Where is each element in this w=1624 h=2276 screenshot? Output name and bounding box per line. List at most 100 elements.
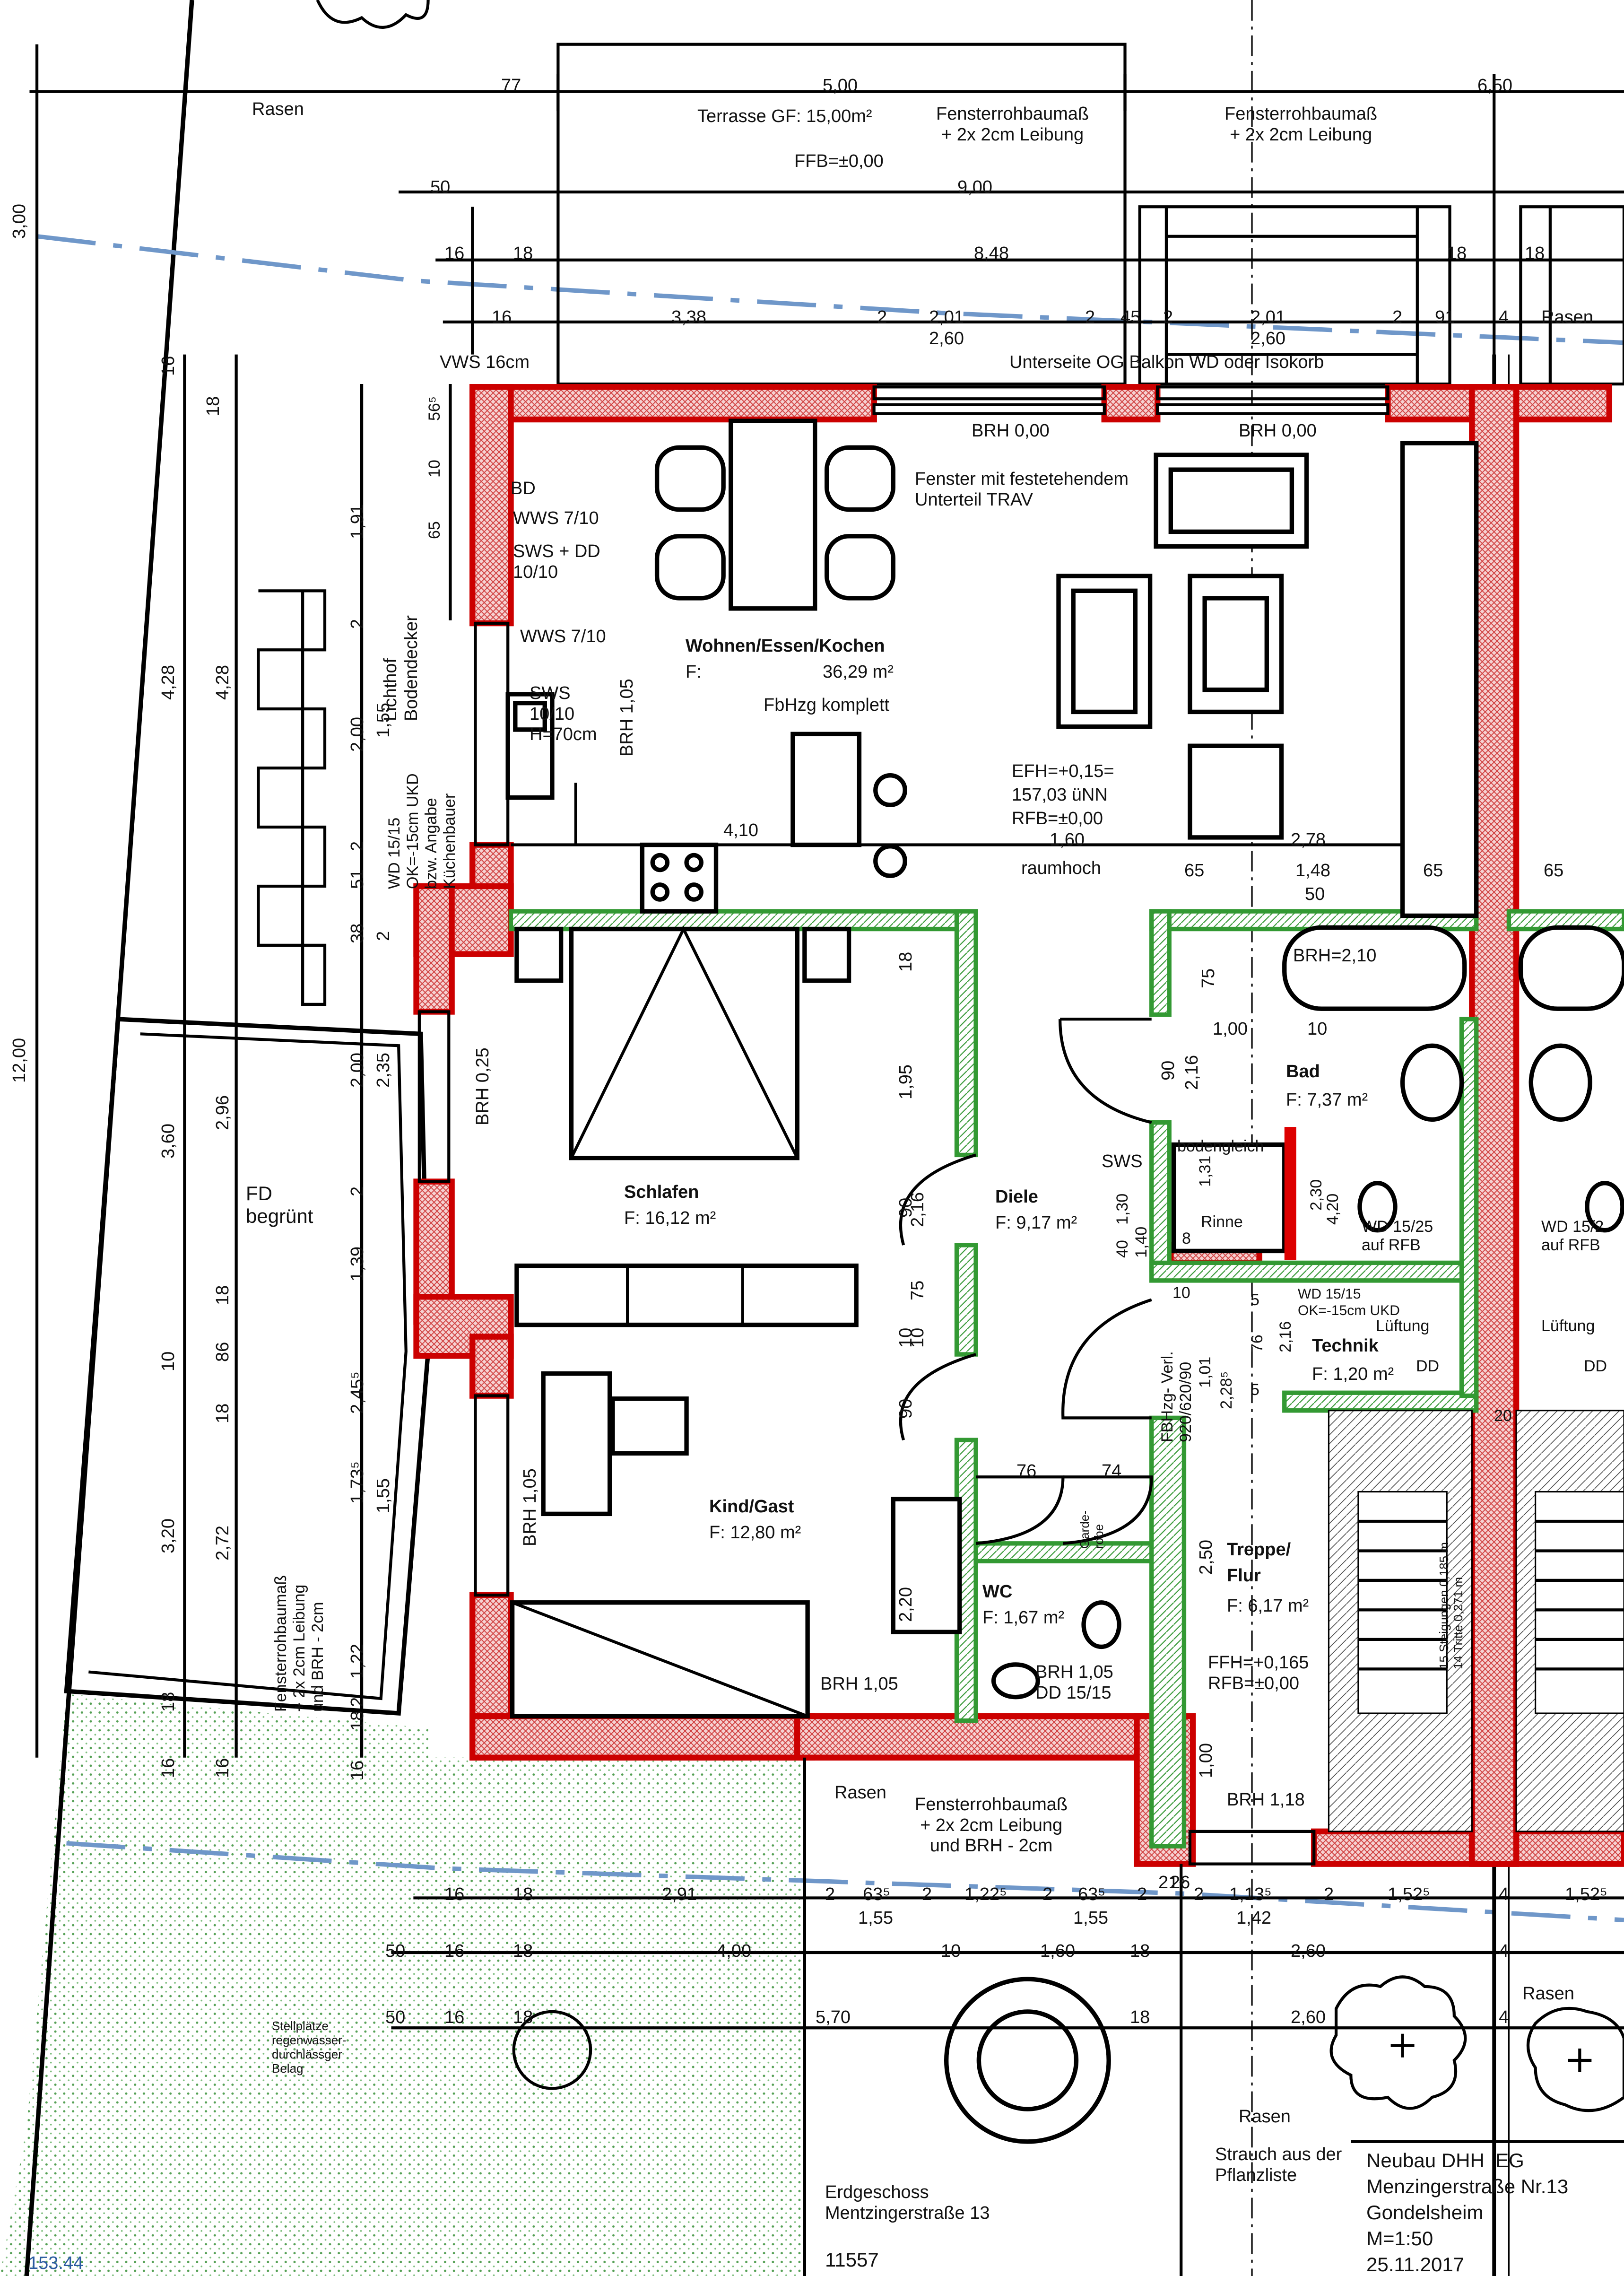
bdim-160: 1,60 [1040,1941,1075,1961]
bath-fixtures [991,925,1624,1700]
dim-100b: 1,00 [1196,1743,1216,1778]
label-rasen-bottom-3: Rasen [1522,1984,1574,2004]
staircase [1328,1410,1624,1832]
top-dimension-lines [29,74,1624,384]
dim-65: 65 [426,521,443,539]
title-scale: M=1:50 [1366,2227,1433,2250]
dim-130: 1,30 [1113,1193,1131,1225]
bdim-4b: 4 [1499,1941,1509,1961]
room-treppe-area: F: 6,17 m² [1227,1596,1309,1616]
room-wohnen-name: Wohnen/Essen/Kochen [686,636,885,656]
tree-top [316,0,430,29]
dim-n-5b: 5 [1251,1381,1259,1399]
bdim-50b: 50 [385,2007,406,2027]
green-roof-outline [64,1017,431,1716]
label-rasen-top: Rasen [252,99,304,119]
note-efh: EFH=+0,15= [1012,761,1114,781]
note-brh-dd: BRH 1,05 DD 15/15 [1035,1662,1113,1703]
dim-l-2c: 2 [347,1697,367,1707]
dim-428a: 4,28 [158,665,178,700]
label-fd-begruent: FD begrünt [246,1182,313,1228]
note-garderobe: Garde- robe [1077,1510,1106,1549]
dim-91: 91 [1435,307,1455,327]
dim-l-10: 10 [158,1351,178,1371]
bdim-260b: 2,60 [1291,2007,1326,2027]
bdim-50a: 50 [385,1941,406,1961]
dim-848: 8,48 [974,244,1009,263]
dim-272: 2,72 [213,1526,233,1561]
dim-n-90b: 90 [896,1398,916,1419]
label-fenster-2: Fensterrohbaumaß + 2x 2cm Leibung [1225,104,1378,145]
room-technik-area: F: 1,20 m² [1312,1364,1394,1384]
dim-338: 3,38 [671,307,706,327]
dim-148: 1,48 [1295,861,1330,881]
note-rfb: RFB=±0,00 [1012,809,1103,828]
label-brh-1: BRH 0,00 [972,421,1050,441]
bdim-2e: 2 [1194,1884,1204,1904]
note-stair-steps: 15 Steigungen 0,185 m 14 Tritte 0,271 m [1437,1542,1465,1669]
windows [417,385,1390,1866]
parking-area [0,1694,805,2276]
left-dimension-lines [35,44,452,1758]
bdim-18c: 18 [1130,1941,1150,1961]
note-raumhoch: raumhoch [1021,858,1101,878]
label-15344: 153.44 [28,2253,84,2273]
dim-131: 1,31 [1196,1155,1214,1187]
bdim-16c: 16 [444,2007,465,2027]
label-fenster-4: Fensterrohbaumaß + 2x 2cm Leibung und BR… [915,1795,1068,1856]
note-rinne: Rinne [1201,1213,1243,1231]
doors [899,1017,1153,1545]
dim-565: 56⁵ [426,396,443,421]
dim-l-16b: 16 [158,1758,178,1778]
dim-235: 2,35 [373,1053,393,1088]
interior-walls [508,909,1624,1849]
dim-155b: 1,55 [373,1478,393,1513]
note-dd-2: DD [1584,1357,1607,1375]
note-wd-15-25: WD 15/25 auf RFB [1362,1218,1433,1255]
note-lueftung-1: Lüftung [1376,1317,1430,1335]
room-bad-name: Bad [1286,1062,1320,1081]
label-brh-025: BRH 0,25 [473,1047,493,1125]
dim-1735: 1,73⁵ [347,1461,367,1504]
bdim-291: 2,91 [662,1884,697,1904]
building-line-top [36,234,1624,345]
sofa-set [1056,441,1479,918]
dim-n-75b: 75 [1198,968,1218,988]
label-brh-105-a: BRH 1,05 [617,679,637,757]
dim-40: 40 [1113,1240,1131,1258]
room-bad-area: F: 7,37 m² [1286,1090,1368,1110]
note-sws: SWS [1102,1151,1143,1171]
dim-50: 50 [430,177,451,197]
dim-420: 4,20 [1324,1193,1342,1225]
dim-2c: 2 [1163,307,1173,327]
dim-296: 2,96 [213,1095,233,1130]
dim-100: 1,00 [1213,1019,1248,1039]
bdim-570: 5,70 [816,2007,851,2027]
note-dd-1: DD [1416,1357,1440,1375]
room-schlafen-name: Schlafen [624,1182,699,1202]
dim-l-18b: 18 [213,1285,233,1305]
bdim-26: 26 [1170,1873,1190,1892]
title-address: Menzingerstraße Nr.13 [1366,2175,1569,2198]
label-rasen-bottom: Rasen [834,1783,886,1803]
dim-l-18e: 18 [347,1710,367,1731]
dim-428b: 4,28 [213,665,233,700]
bdim-18d: 18 [513,2007,533,2027]
label-terrasse: Terrasse GF: 15,00m² [697,106,872,126]
dim-l-10b: 10 [426,460,443,478]
dim-220: 2,20 [896,1587,916,1622]
dim-38: 38 [347,923,367,943]
dim-n-10b: 10 [908,1327,928,1348]
lichthof-hatch [257,589,327,1006]
bdim-155b: 1,55 [1073,1908,1108,1928]
dim-77: 77 [501,76,521,96]
label-11557: 11557 [825,2249,879,2271]
room-wc-name: WC [982,1582,1013,1602]
dim-n-5a: 5 [1251,1291,1259,1309]
dim-216a: 2,16 [1277,1321,1294,1352]
dim-20: 20 [1494,1407,1512,1425]
dim-76a: 76 [1248,1334,1266,1352]
dim-2a: 2 [877,307,887,327]
kitchen-island [505,692,907,914]
dim-18c: 18 [1525,244,1545,263]
